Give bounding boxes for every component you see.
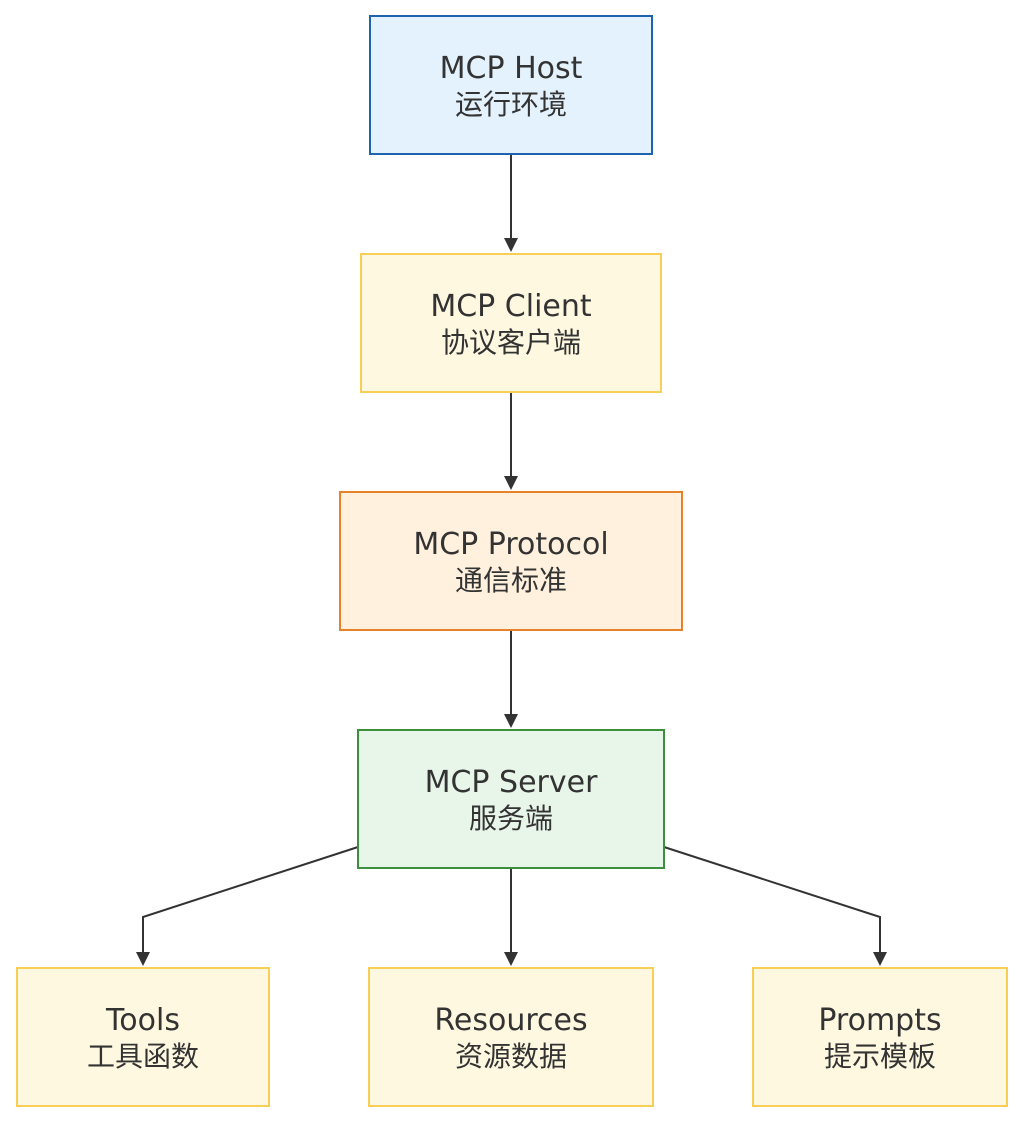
- node-subtitle: 运行环境: [455, 88, 567, 121]
- node-subtitle: 协议客户端: [441, 326, 581, 359]
- node-box: [369, 15, 653, 155]
- node-title: MCP Client: [430, 289, 592, 324]
- node-title: MCP Server: [425, 765, 599, 800]
- node-mcp-host: MCP Host 运行环境: [369, 15, 653, 155]
- edges: [136, 154, 887, 966]
- arrowhead: [136, 952, 150, 966]
- node-subtitle: 提示模板: [824, 1040, 936, 1073]
- node-subtitle: 工具函数: [87, 1040, 199, 1073]
- edge-server-resources: [504, 868, 518, 966]
- node-mcp-protocol: MCP Protocol 通信标准: [339, 491, 683, 631]
- node-title: Prompts: [818, 1003, 941, 1038]
- node-resources: Resources 资源数据: [368, 967, 654, 1107]
- node-box: [339, 491, 683, 631]
- node-box: [16, 967, 270, 1107]
- node-title: Resources: [434, 1003, 587, 1038]
- edge-server-tools: [136, 846, 359, 966]
- arrowhead: [873, 952, 887, 966]
- node-box: [357, 729, 665, 869]
- node-subtitle: 通信标准: [455, 564, 567, 597]
- node-title: MCP Host: [440, 51, 583, 86]
- node-box: [360, 253, 662, 393]
- node-subtitle: 服务端: [469, 802, 553, 835]
- node-box: [368, 967, 654, 1107]
- arrowhead: [504, 714, 518, 728]
- arrowhead: [504, 952, 518, 966]
- edge-host-client: [504, 154, 518, 252]
- arrowhead: [504, 238, 518, 252]
- node-tools: Tools 工具函数: [16, 967, 270, 1107]
- node-prompts: Prompts 提示模板: [752, 967, 1008, 1107]
- edge-server-prompts: [663, 846, 887, 966]
- node-mcp-server: MCP Server 服务端: [357, 729, 665, 869]
- node-title: MCP Protocol: [413, 527, 608, 562]
- node-subtitle: 资源数据: [455, 1040, 567, 1073]
- node-title: Tools: [105, 1003, 180, 1038]
- node-mcp-client: MCP Client 协议客户端: [360, 253, 662, 393]
- arrowhead: [504, 476, 518, 490]
- node-box: [752, 967, 1008, 1107]
- edge-protocol-server: [504, 630, 518, 728]
- edge-client-protocol: [504, 392, 518, 490]
